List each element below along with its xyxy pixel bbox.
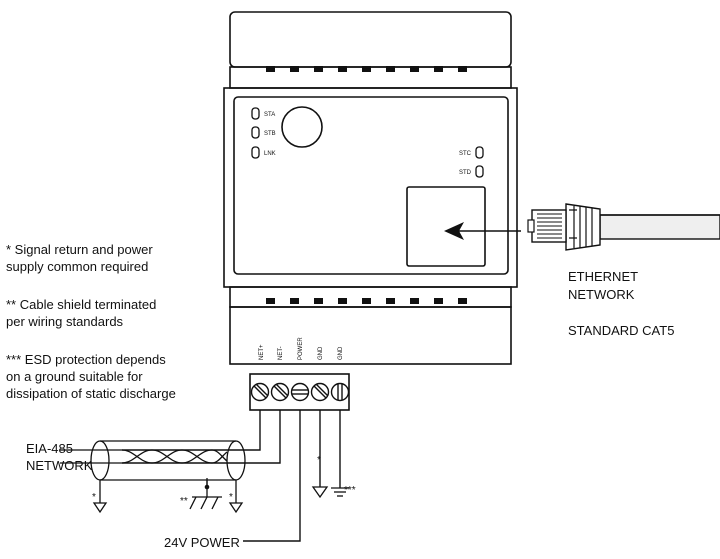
- led-label-stc: STC: [459, 151, 472, 157]
- chassis-ground-icon: [189, 478, 222, 510]
- signal-ground-icon-left: [92, 502, 108, 514]
- screw-gnd-1: [310, 382, 330, 402]
- wire-power: [243, 410, 301, 542]
- led-stb-indicator: [251, 126, 260, 139]
- vent-slot: [266, 66, 275, 72]
- vent-slot: [434, 298, 443, 304]
- signal-ground-icon-right: [228, 502, 244, 514]
- terminal-label-net-plus: NET+: [259, 344, 265, 360]
- screw-gnd-2: [330, 382, 350, 402]
- vent-slot: [314, 66, 323, 72]
- vent-slot: [458, 298, 467, 304]
- reset-button: [281, 106, 323, 148]
- vent-slot: [314, 298, 323, 304]
- device-top-block: [229, 11, 512, 68]
- led-label-std: STD: [459, 170, 472, 176]
- eia485-label-line1: EIA-485: [26, 441, 73, 456]
- connection-arrow-icon: [444, 222, 521, 240]
- vent-slot: [386, 66, 395, 72]
- vent-slot: [458, 66, 467, 72]
- led-sta-indicator: [251, 107, 260, 120]
- terminal-label-net-minus: NET-: [278, 346, 284, 360]
- vent-slot: [410, 66, 419, 72]
- led-lnk-indicator: [251, 146, 260, 159]
- marker-right-single: *: [229, 492, 233, 503]
- power-label: 24V POWER: [164, 535, 240, 550]
- note-signal-return: * Signal return and power supply common …: [6, 242, 153, 274]
- vent-slot: [410, 298, 419, 304]
- ethernet-label-line1: ETHERNET: [568, 269, 639, 284]
- led-label-lnk: LNK: [264, 151, 276, 157]
- vent-slot: [362, 298, 371, 304]
- note-cable-shield: ** Cable shield terminated per wiring st…: [6, 297, 157, 329]
- ethernet-label-line2: NETWORK: [568, 287, 635, 302]
- vent-slot: [290, 66, 299, 72]
- marker-earth-triple: ***: [344, 485, 356, 496]
- ethernet-cable-label: STANDARD CAT5: [568, 323, 675, 338]
- terminal-label-gnd-1: GND: [318, 346, 324, 360]
- ethernet-port: [406, 186, 486, 267]
- top-vent-slots: [266, 66, 467, 72]
- rj45-plug-icon: [527, 203, 720, 251]
- vent-slot: [338, 298, 347, 304]
- device-front-panel: [233, 96, 509, 275]
- led-stc-indicator: [475, 146, 484, 159]
- vent-slot: [434, 66, 443, 72]
- led-std-indicator: [475, 165, 484, 178]
- wire-net-plus: [122, 410, 261, 451]
- vent-slot: [386, 298, 395, 304]
- vent-slot: [266, 298, 275, 304]
- note-esd: *** ESD protection depends on a ground s…: [6, 352, 176, 401]
- marker-gnd-single: *: [317, 455, 321, 466]
- signal-ground-icon: [311, 486, 329, 499]
- led-label-sta: STA: [264, 112, 275, 118]
- marker-shield-double: **: [180, 496, 188, 507]
- screw-net-minus: [270, 382, 290, 402]
- screw-net-plus: [250, 382, 270, 402]
- bottom-vent-slots: [266, 298, 467, 304]
- vent-slot: [362, 66, 371, 72]
- wire-net-minus: [122, 410, 281, 464]
- vent-slot: [338, 66, 347, 72]
- vent-slot: [290, 298, 299, 304]
- led-label-stb: STB: [264, 131, 276, 137]
- terminal-label-gnd-2: GND: [338, 346, 344, 360]
- eia485-label-line2: NETWORK: [26, 458, 93, 473]
- marker-left-single: *: [92, 492, 96, 503]
- screw-power: [290, 382, 310, 402]
- device-bottom-block: [229, 306, 512, 365]
- terminal-label-power: POWER: [298, 337, 304, 360]
- twisted-pair-cable: [60, 440, 246, 487]
- earth-ground-icon: [331, 487, 349, 497]
